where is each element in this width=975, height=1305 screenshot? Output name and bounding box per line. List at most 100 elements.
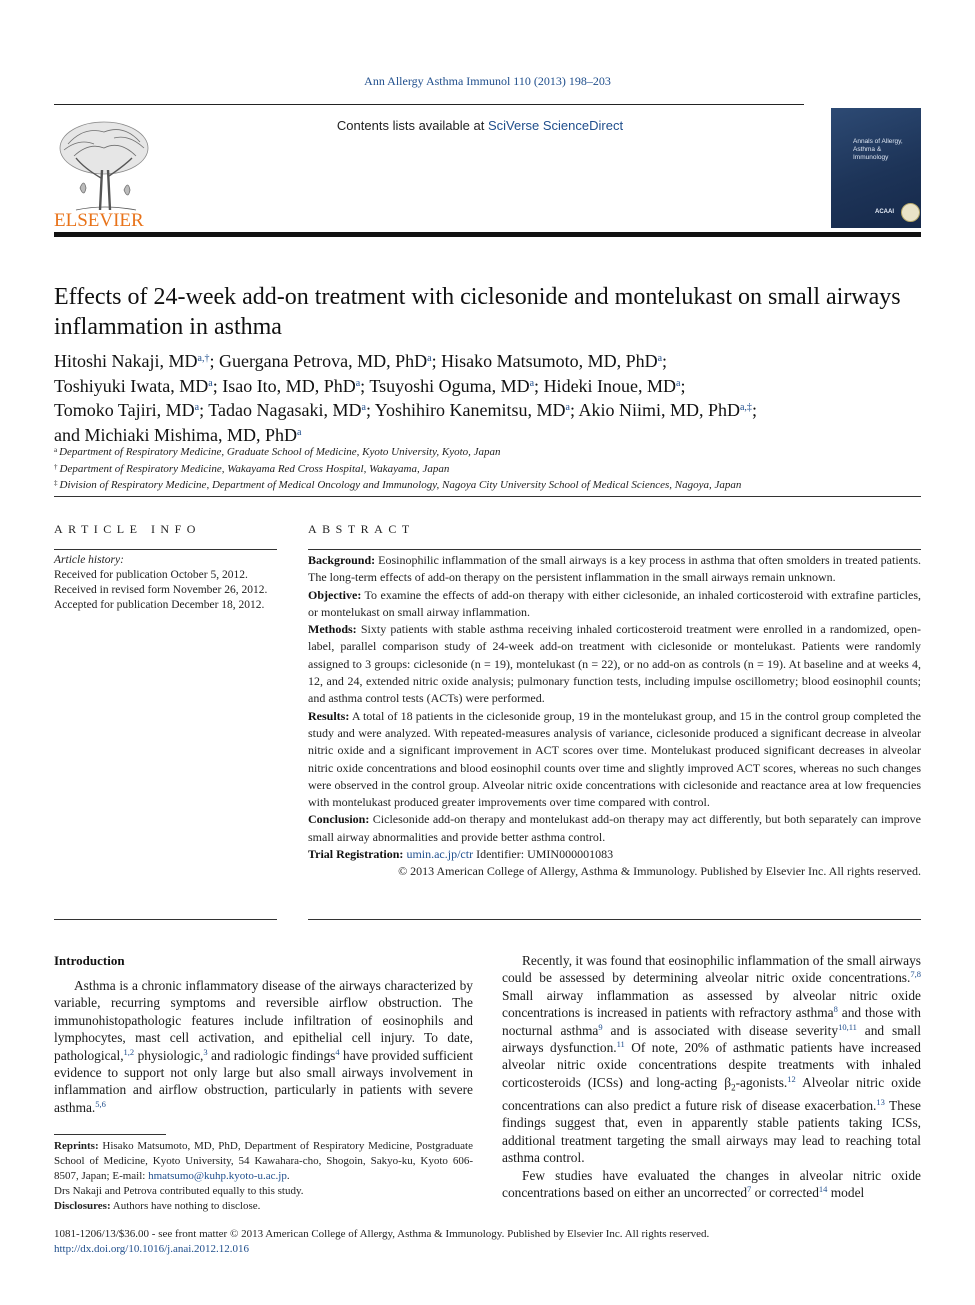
abstract-section-label: Conclusion: [308,812,370,827]
citation-ref[interactable]: 1,2 [123,1046,135,1057]
article-history: Article history: Received for publicatio… [54,553,277,613]
elsevier-logo: ELSEVIER [54,118,154,231]
author-affiliation-mark: a [361,402,366,414]
article-title: Effects of 24-week add-on treatment with… [54,284,901,340]
text-run: -agonists. [735,1074,788,1090]
abstract-section: Methods: Sixty patients with stable asth… [308,621,921,707]
abstract-section: Conclusion: Ciclesonide add-on therapy a… [308,811,921,846]
top-divider [54,104,804,105]
author-affiliation-mark: a [355,377,361,389]
abstract-section-text: Sixty patients with stable asthma receiv… [308,622,922,706]
elsevier-tree-icon: ELSEVIER [54,121,149,231]
journal-cover-thumbnail[interactable]: Annals of Allergy, Asthma & Immunology A… [831,108,921,228]
abstract-section-text: Eosinophilic inflammation of the small a… [308,553,922,585]
subscript: 2 [731,1082,736,1093]
abstract-section-text: Ciclesonide add-on therapy and monteluka… [308,812,922,844]
author-name: Tadao Nagasaki, MD [208,400,362,421]
text-run: Small airway inflammation as assessed by… [502,987,921,1021]
author-separator: ; [534,375,544,396]
citation-ref[interactable]: 7,8 [910,969,921,980]
doi-link[interactable]: http://dx.doi.org/10.1016/j.anai.2012.12… [54,1243,250,1255]
cover-title: Annals of Allergy, Asthma & Immunology [853,138,903,161]
abstract-section-label: Background: [308,553,376,567]
author-separator: ; [431,351,442,371]
received-date: Received for publication October 5, 2012… [54,569,248,581]
footnote-rule [54,1134,166,1135]
citation-ref[interactable]: 13 [876,1096,885,1107]
author-name: Hisako Matsumoto, MD, PhD [441,351,658,371]
citation-ref[interactable]: 12 [787,1073,796,1084]
author-name: Tsuyoshi Oguma, MD [369,375,530,396]
contents-prefix: Contents lists available at [336,118,488,133]
abstract-body: Background: Eosinophilic inflammation of… [308,552,921,881]
affiliation-mark: ‡ [54,479,58,488]
intro-paragraph-1: Asthma is a chronic inflammatory disease… [54,977,473,1116]
author-name: Hitoshi Nakaji, MD [54,351,198,371]
disclosures-label: Disclosures: [54,1200,111,1212]
trial-label: Trial Registration: [308,847,404,862]
text-run: physiologic, [134,1047,204,1063]
text-run: and is associated with disease severity [602,1022,839,1038]
intro-paragraph-3: Few studies have evaluated the changes i… [502,1167,921,1202]
abstract-heading: ABSTRACT [308,522,415,536]
citation-ref[interactable]: 5,6 [95,1098,106,1109]
reprints-label: Reprints: [54,1140,99,1152]
disclosures-note: Disclosures: Authors have nothing to dis… [54,1199,473,1214]
bottom-info: 1081-1206/13/$36.00 - see front matter ©… [54,1227,924,1257]
introduction-heading: Introduction [54,953,125,968]
article-info-top-rule [54,549,277,550]
author-affiliation-mark: a [297,426,302,438]
author-separator: ; [751,400,757,421]
author-separator: ; [209,351,219,371]
affiliation-text: Department of Respiratory Medicine, Waka… [59,462,450,475]
text-run: Of note, 20% of asthmatic patients have … [502,1040,921,1090]
abstract-bottom-rule [308,919,921,920]
reprints-email-link[interactable]: hmatsumo@kuhp.kyoto-u.ac.jp [148,1170,287,1182]
abstract-top-rule [308,549,921,550]
citation-ref[interactable]: 8 [833,1004,838,1015]
text-run: Few studies have evaluated the changes i… [502,1167,921,1200]
abstract-sections: Background: Eosinophilic inflammation of… [308,552,921,846]
journal-citation[interactable]: Ann Allergy Asthma Immunol 110 (2013) 19… [364,74,611,88]
citation-ref[interactable]: 11 [616,1039,625,1050]
body-left-column: Asthma is a chronic inflammatory disease… [54,977,473,1116]
affiliation-divider [54,496,921,497]
equal-contribution-note: Drs Nakaji and Petrova contributed equal… [54,1185,304,1197]
reprints-text: Hisako Matsumoto, MD, PhD, Department of… [54,1140,473,1182]
citation-ref[interactable]: 3 [203,1046,208,1057]
text-run: Asthma is a chronic inflammatory disease… [54,978,473,1063]
author-separator: ; [662,351,668,371]
body-right-column: Recently, it was found that eosinophilic… [502,952,921,1201]
author-name: Tomoko Tajiri, MD [54,400,195,421]
citation-ref[interactable]: 14 [818,1183,828,1194]
author-affiliation-mark: a [427,353,432,364]
accepted-date: Accepted for publication December 18, 20… [54,599,265,611]
citation-ref[interactable]: 10,11 [838,1021,857,1032]
affiliation-line: †Department of Respiratory Medicine, Wak… [54,460,924,477]
citation-ref[interactable]: 4 [335,1046,340,1057]
contents-availability: Contents lists available at SciVerse Sci… [160,118,800,133]
abstract-section-text: A total of 18 patients in the ciclesonid… [308,708,921,810]
elsevier-wordmark: ELSEVIER [54,210,144,228]
sciencedirect-link[interactable]: SciVerse ScienceDirect [487,118,624,133]
text-run: have provided sufficient evidence to sup… [54,1047,473,1115]
author-affiliation-mark: a [208,377,213,389]
footnotes: Reprints: Hisako Matsumoto, MD, PhD, Dep… [54,1139,473,1214]
author-affiliation-mark: a [657,353,663,364]
citation-ref[interactable]: 9 [598,1021,603,1032]
author-affiliation-mark: a,† [197,353,210,364]
article-info-bottom-rule [54,919,277,920]
author-separator: ; [212,375,223,396]
abstract-section-label: Methods: [308,622,357,637]
revised-date: Received in revised form November 26, 20… [54,584,268,596]
reprints-end: . [286,1170,290,1182]
author-list: Hitoshi Nakaji, MDa,†; Guergana Petrova,… [54,348,924,446]
trial-registry-link[interactable]: umin.ac.jp/ctr [406,847,474,862]
author-name: Guergana Petrova, MD, PhD [218,351,428,371]
cover-seal-icon [901,203,920,222]
citation-ref[interactable]: 7 [747,1183,752,1194]
author-affiliation-mark: a [529,377,535,389]
history-label: Article history: [54,554,124,566]
